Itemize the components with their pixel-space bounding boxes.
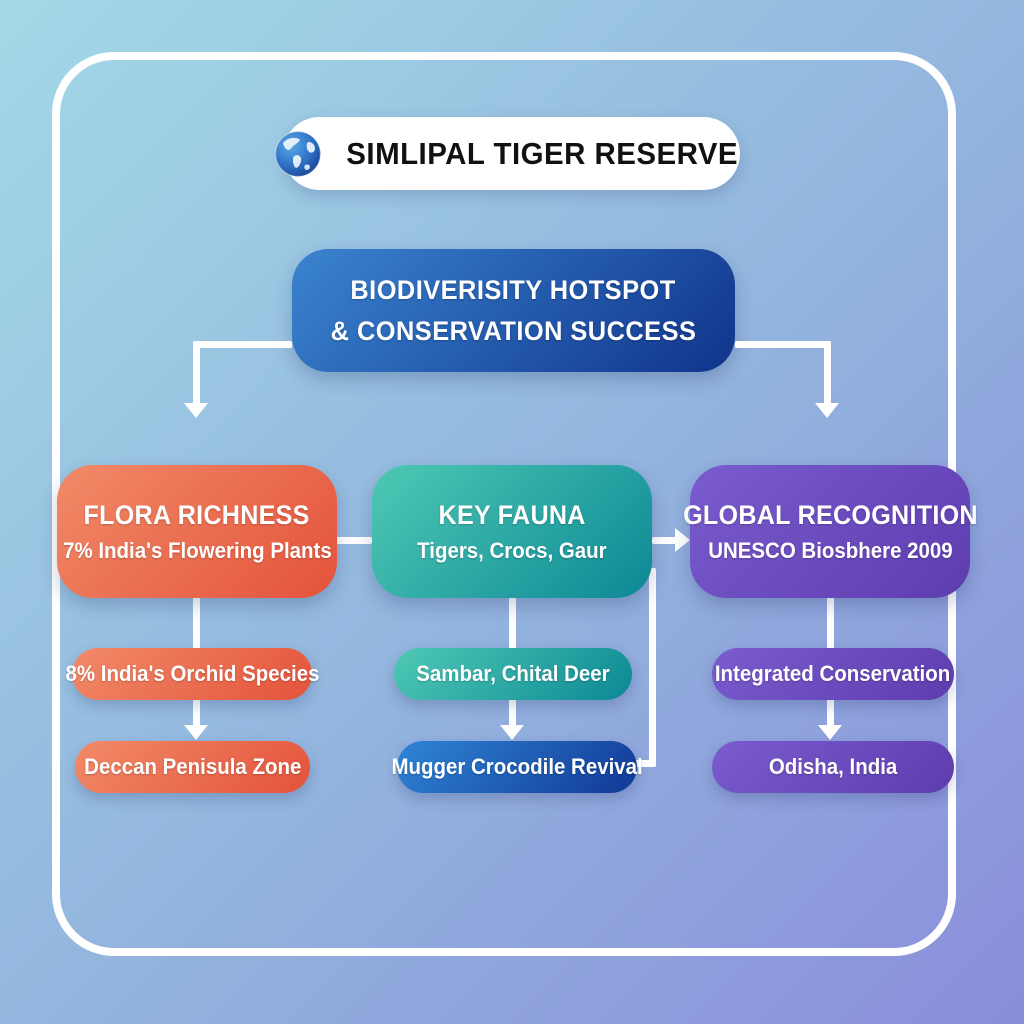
flora-title: FLORA RICHNESS <box>83 499 311 530</box>
mugger-crocodile-label: Mugger Crocodile Revival <box>391 754 643 779</box>
flora-subtitle: 7% India's Flowering Plants <box>62 537 332 563</box>
arrowhead-orchid-to-deccan <box>184 725 208 740</box>
connector-integrated-to-odisha <box>827 699 834 727</box>
connector-global-stem <box>827 597 834 650</box>
integrated-conservation-pill: Integrated Conservation <box>712 648 954 700</box>
connector-root-right-vertical <box>824 341 831 405</box>
connector-sambar-to-mugger <box>509 699 516 727</box>
fauna-subtitle: Tigers, Crocs, Gaur <box>417 537 607 563</box>
connector-root-right-horizontal <box>735 341 831 348</box>
connector-flora-stem <box>193 597 200 650</box>
globe-icon <box>275 130 322 177</box>
connector-orchid-to-deccan <box>193 699 200 727</box>
root-box-line1: BIODIVERISITY HOTSPOT <box>350 275 677 305</box>
deccan-zone-pill: Deccan Penisula Zone <box>75 741 310 793</box>
connector-fauna-to-mugger-vertical <box>649 568 656 767</box>
connector-flora-to-fauna <box>335 537 372 544</box>
integrated-conservation-label: Integrated Conservation <box>715 661 951 686</box>
root-box: BIODIVERISITY HOTSPOT & CONSERVATION SUC… <box>292 249 735 372</box>
arrowhead-root-to-flora <box>184 403 208 418</box>
root-box-line2: & CONSERVATION SUCCESS <box>330 315 697 346</box>
sambar-chital-label: Sambar, Chital Deer <box>416 661 610 686</box>
odisha-india-label: Odisha, India <box>768 754 898 779</box>
orchid-species-label: 8% India's Orchid Species <box>65 661 319 686</box>
global-recognition-box: GLOBAL RECOGNITION UNESCO Biosbhere 2009 <box>683 465 977 598</box>
mugger-crocodile-pill: Mugger Crocodile Revival <box>391 741 643 793</box>
sambar-chital-pill: Sambar, Chital Deer <box>394 648 632 700</box>
connector-fauna-to-global <box>652 537 678 544</box>
connector-fauna-stem <box>509 597 516 650</box>
arrowhead-integrated-to-odisha <box>818 725 842 740</box>
arrowhead-sambar-to-mugger <box>500 725 524 740</box>
page-title: SIMLIPAL TIGER RESERVE <box>346 135 739 171</box>
title-pill: SIMLIPAL TIGER RESERVE <box>275 117 740 190</box>
connector-root-left-vertical <box>193 341 200 405</box>
connector-fauna-to-mugger-horizontal <box>635 760 656 767</box>
arrowhead-fauna-to-global <box>675 528 690 552</box>
key-fauna-box: KEY FAUNA Tigers, Crocs, Gaur <box>372 465 652 598</box>
deccan-zone-label: Deccan Penisula Zone <box>83 754 302 779</box>
global-subtitle: UNESCO Biosbhere 2009 <box>707 537 953 563</box>
odisha-india-pill: Odisha, India <box>712 741 954 793</box>
fauna-title: KEY FAUNA <box>438 499 586 530</box>
flora-richness-box: FLORA RICHNESS 7% India's Flowering Plan… <box>57 465 337 598</box>
connector-root-left-horizontal <box>193 341 292 348</box>
global-title: GLOBAL RECOGNITION <box>682 499 978 530</box>
arrowhead-root-to-global <box>815 403 839 418</box>
orchid-species-pill: 8% India's Orchid Species <box>65 648 319 700</box>
